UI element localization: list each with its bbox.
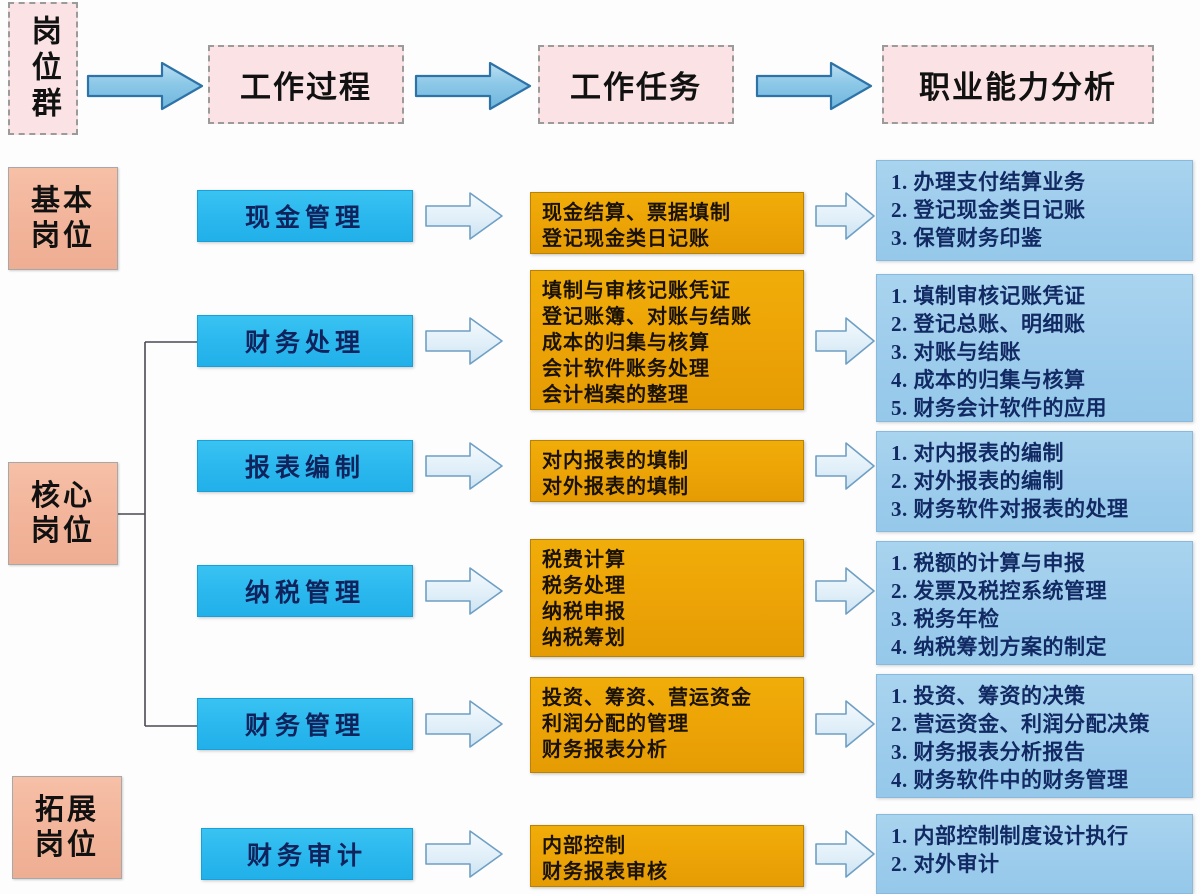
ability-line: 1. 投资、筹资的决策 xyxy=(891,684,1086,708)
header-column-work-process: 工作过程 xyxy=(208,45,404,124)
task-line: 对内报表的填制 xyxy=(542,450,689,472)
task-line: 会计档案的整理 xyxy=(542,384,689,406)
header-column-ability-analysis: 职业能力分析 xyxy=(882,45,1154,124)
ability-box-row-1: 1. 办理支付结算业务 2. 登记现金类日记账 3. 保管财务印鉴 xyxy=(876,160,1193,261)
task-line: 税务处理 xyxy=(542,575,626,597)
row-arrow-task-ability-3 xyxy=(814,440,876,492)
ability-line: 3. 对账与结账 xyxy=(891,339,1021,364)
header-column-work-task-label: 工作任务 xyxy=(570,70,702,105)
ability-line: 3. 保管财务印鉴 xyxy=(891,225,1043,250)
process-box-row-4: 纳税管理 xyxy=(197,565,413,617)
ability-line: 4. 财务软件中的财务管理 xyxy=(891,767,1129,792)
task-line: 利润分配的管理 xyxy=(542,713,689,735)
task-line: 登记账簿、对账与结账 xyxy=(542,306,752,328)
category-extended-positions-label: 拓展 岗位 xyxy=(34,794,99,861)
ability-line: 3. 财务报表分析报告 xyxy=(891,739,1086,764)
header-arrow-3 xyxy=(755,60,873,112)
category-basic-positions-label: 基本 岗位 xyxy=(30,185,95,252)
task-line: 成本的归集与核算 xyxy=(542,332,710,354)
ability-line: 1. 办理支付结算业务 xyxy=(891,170,1086,194)
ability-line: 1. 税额的计算与申报 xyxy=(891,551,1086,575)
row-arrow-process-task-1 xyxy=(424,190,504,242)
task-box-row-4: 税费计算 税务处理 纳税申报 纳税筹划 xyxy=(530,539,804,657)
row-arrow-task-ability-6 xyxy=(814,828,876,880)
process-label-row-2: 财务处理 xyxy=(244,330,365,357)
ability-box-row-2: 1. 填制审核记账凭证 2. 登记总账、明细账 3. 对账与结账 4. 成本的归… xyxy=(876,274,1193,422)
category-core-positions: 核心 岗位 xyxy=(8,462,118,565)
process-box-row-6: 财务审计 xyxy=(201,828,413,880)
task-line: 税费计算 xyxy=(542,549,626,571)
ability-box-row-6: 1. 内部控制制度设计执行 2. 对外审计 xyxy=(876,814,1193,894)
ability-line: 3. 税务年检 xyxy=(891,606,1000,631)
task-box-row-3: 对内报表的填制 对外报表的填制 xyxy=(530,440,804,502)
ability-line: 4. 成本的归集与核算 xyxy=(891,367,1086,392)
row-arrow-task-ability-4 xyxy=(814,565,876,617)
task-line: 对外报表的填制 xyxy=(542,476,689,498)
header-column-job-group: 岗位群 xyxy=(8,2,78,135)
process-label-row-5: 财务管理 xyxy=(244,713,365,740)
ability-line: 1. 对内报表的编制 xyxy=(891,441,1064,465)
row-arrow-process-task-3 xyxy=(424,440,504,492)
ability-box-row-4: 1. 税额的计算与申报 2. 发票及税控系统管理 3. 税务年检 4. 纳税筹划… xyxy=(876,541,1193,665)
ability-box-row-3: 1. 对内报表的编制 2. 对外报表的编制 3. 财务软件对报表的处理 xyxy=(876,431,1193,532)
task-line: 纳税筹划 xyxy=(542,627,626,649)
task-box-row-1: 现金结算、票据填制 登记现金类日记账 xyxy=(530,192,804,254)
task-line: 会计软件账务处理 xyxy=(542,358,710,380)
process-label-row-1: 现金管理 xyxy=(244,205,365,232)
process-box-row-1: 现金管理 xyxy=(197,190,413,242)
row-arrow-task-ability-1 xyxy=(814,190,876,242)
task-line: 填制与审核记账凭证 xyxy=(542,280,731,302)
row-arrow-process-task-2 xyxy=(424,315,504,367)
header-arrow-1 xyxy=(86,60,204,112)
process-label-row-4: 纳税管理 xyxy=(244,580,365,607)
category-core-positions-label: 核心 岗位 xyxy=(30,480,95,547)
ability-line: 1. 填制审核记账凭证 xyxy=(891,284,1086,308)
process-label-row-6: 财务审计 xyxy=(246,843,367,870)
task-line: 现金结算、票据填制 xyxy=(542,202,731,224)
ability-line: 3. 财务软件对报表的处理 xyxy=(891,496,1129,521)
process-label-row-3: 报表编制 xyxy=(244,455,365,482)
ability-line: 1. 内部控制制度设计执行 xyxy=(891,824,1129,848)
task-line: 登记现金类日记账 xyxy=(542,228,710,250)
ability-line: 5. 财务会计软件的应用 xyxy=(891,395,1107,420)
ability-line: 2. 对外报表的编制 xyxy=(891,468,1064,493)
task-line: 内部控制 xyxy=(542,835,626,857)
category-extended-positions: 拓展 岗位 xyxy=(12,776,122,879)
header-column-work-task: 工作任务 xyxy=(538,45,734,124)
row-arrow-process-task-6 xyxy=(424,828,504,880)
row-arrow-task-ability-2 xyxy=(814,315,876,367)
task-line: 投资、筹资、营运资金 xyxy=(542,687,752,709)
row-arrow-process-task-5 xyxy=(424,698,504,750)
task-line: 纳税申报 xyxy=(542,601,626,623)
task-box-row-2: 填制与审核记账凭证 登记账簿、对账与结账 成本的归集与核算 会计软件账务处理 会… xyxy=(530,270,804,410)
ability-line: 4. 纳税筹划方案的制定 xyxy=(891,634,1107,659)
task-line: 财务报表审核 xyxy=(542,861,668,883)
task-box-row-5: 投资、筹资、营运资金 利润分配的管理 财务报表分析 xyxy=(530,677,804,773)
process-box-row-3: 报表编制 xyxy=(197,440,413,492)
ability-line: 2. 营运资金、利润分配决策 xyxy=(891,711,1150,736)
ability-line: 2. 登记总账、明细账 xyxy=(891,311,1086,336)
header-column-work-process-label: 工作过程 xyxy=(240,70,372,105)
ability-box-row-5: 1. 投资、筹资的决策 2. 营运资金、利润分配决策 3. 财务报表分析报告 4… xyxy=(876,674,1193,798)
process-box-row-5: 财务管理 xyxy=(197,698,413,750)
core-positions-bracket xyxy=(118,330,228,740)
row-arrow-task-ability-5 xyxy=(814,698,876,750)
task-box-row-6: 内部控制 财务报表审核 xyxy=(530,825,804,887)
ability-line: 2. 对外审计 xyxy=(891,851,1000,876)
task-line: 财务报表分析 xyxy=(542,739,668,761)
ability-line: 2. 登记现金类日记账 xyxy=(891,197,1086,222)
header-column-job-group-label: 岗位群 xyxy=(26,14,60,123)
ability-line: 2. 发票及税控系统管理 xyxy=(891,578,1107,603)
header-column-ability-analysis-label: 职业能力分析 xyxy=(919,70,1117,105)
header-arrow-2 xyxy=(414,60,532,112)
row-arrow-process-task-4 xyxy=(424,565,504,617)
category-basic-positions: 基本 岗位 xyxy=(8,167,118,270)
process-box-row-2: 财务处理 xyxy=(197,315,413,367)
